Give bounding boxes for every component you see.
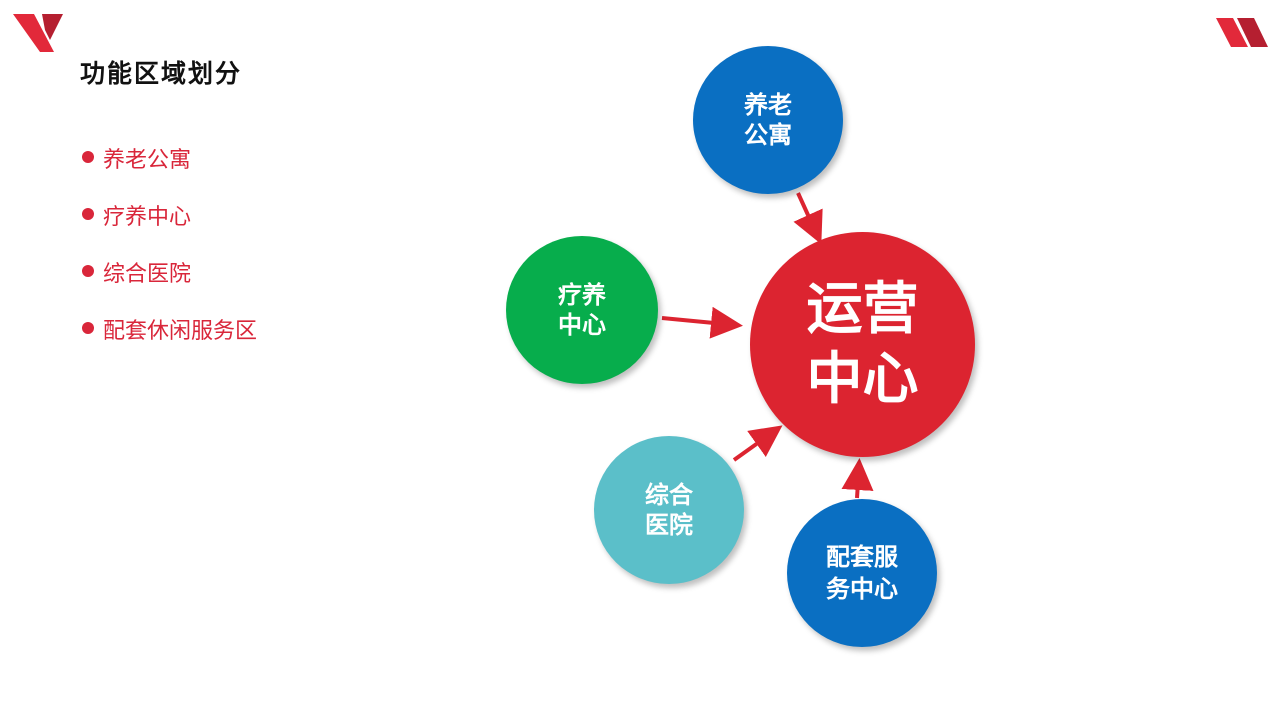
node-service-center: 配套服 务中心 (787, 499, 937, 647)
node-hospital: 综合 医院 (594, 436, 744, 584)
list-item: 综合医院 (82, 256, 257, 313)
list-item: 疗养中心 (82, 199, 257, 256)
logo-right (1216, 18, 1268, 47)
function-list: 养老公寓 疗养中心 综合医院 配套休闲服务区 (82, 142, 257, 370)
page-title: 功能区域划分 (80, 59, 243, 88)
node-recovery: 疗养 中心 (506, 236, 658, 384)
arrow-service (841, 458, 874, 499)
bullet-icon (82, 208, 94, 220)
bullet-icon (82, 265, 94, 277)
node-apartment: 养老 公寓 (693, 46, 843, 194)
list-item: 配套休闲服务区 (82, 313, 257, 370)
arrow-apartment (793, 192, 823, 245)
list-item: 养老公寓 (82, 142, 257, 199)
arrow-recovery (661, 306, 743, 339)
bullet-icon (82, 322, 94, 334)
arrow-hospital (732, 425, 783, 462)
node-operations-center: 运营 中心 (750, 232, 975, 457)
bullet-icon (82, 151, 94, 163)
logo-left (13, 14, 63, 52)
